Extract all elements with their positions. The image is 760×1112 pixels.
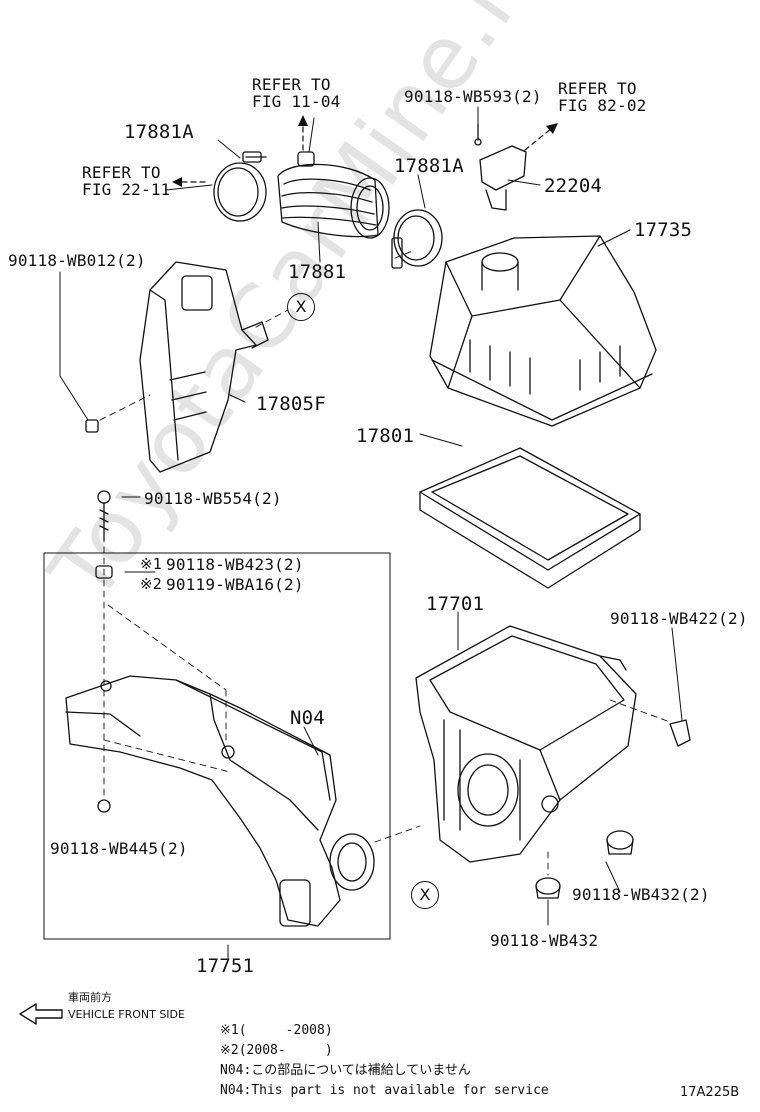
bolt-90119-WBA16-label[interactable]: 90119-WBA16(2) — [166, 575, 304, 594]
part-N04-label[interactable]: N04 — [290, 707, 325, 729]
vehicle-front-arrow — [19, 1003, 63, 1025]
air-flow-sensor — [474, 123, 527, 211]
vehicle-front-jp: 車両前方 — [68, 991, 112, 1004]
connection-marker-x-bottom: X — [411, 881, 439, 909]
reference-arrows — [177, 121, 553, 183]
part-17801-label[interactable]: 17801 — [356, 425, 415, 447]
air-cleaner-case — [415, 625, 637, 863]
part-17735-label[interactable]: 17735 — [634, 219, 693, 241]
group-frame — [43, 552, 391, 940]
ref-fig-82-02-label[interactable]: REFER TO FIG 82-02 — [558, 79, 647, 115]
part-17751-label[interactable]: 17751 — [196, 955, 255, 977]
resonator — [85, 261, 269, 473]
bolt-90118-WB593-label[interactable]: 90118-WB593(2) — [404, 87, 542, 106]
part-17881-label[interactable]: 17881 — [288, 261, 347, 283]
note-n04-en: N04:This part is not available for servi… — [220, 1083, 549, 1098]
mark-2-symbol: ※2 — [140, 575, 162, 593]
reference-arrow-heads — [172, 115, 558, 187]
ref-fig-22-11-label[interactable]: REFER TO FIG 22-11 — [82, 163, 171, 199]
mark-1-symbol: ※1 — [140, 555, 162, 573]
air-duct — [65, 675, 375, 927]
air-filter-element — [419, 447, 641, 589]
hose-clamp-right — [391, 209, 443, 269]
dashed-assembly-lines — [99, 249, 671, 876]
part-17805F-label[interactable]: 17805F — [256, 393, 326, 415]
note-mark-2: ※2(2008- ) — [220, 1043, 333, 1058]
clip-90118-WB422-label[interactable]: 90118-WB422(2) — [610, 609, 748, 628]
note-n04-jp: N04:この部品については補給していません — [220, 1063, 471, 1078]
bolt-set — [95, 490, 113, 813]
part-17881A-left-label[interactable]: 17881A — [124, 121, 194, 143]
clip — [669, 719, 691, 747]
grommet-90118-WB432-label[interactable]: 90118-WB432 — [490, 931, 599, 950]
grommet-90118-WB432-2-label[interactable]: 90118-WB432(2) — [572, 885, 710, 904]
part-22204-label[interactable]: 22204 — [544, 175, 603, 197]
grommets — [535, 830, 634, 899]
hose-clamp-left — [213, 151, 267, 222]
leader-lines — [59, 106, 683, 959]
bolt-90118-WB012-label[interactable]: 90118-WB012(2) — [8, 251, 146, 270]
bolt-90118-WB423-label[interactable]: 90118-WB423(2) — [166, 555, 304, 574]
bolt-90118-WB445-label[interactable]: 90118-WB445(2) — [50, 839, 188, 858]
figure-code: 17A225B — [680, 1085, 740, 1100]
connection-marker-x-top: X — [287, 293, 315, 321]
bolt-90118-WB554-label[interactable]: 90118-WB554(2) — [144, 489, 282, 508]
part-17881A-right-label[interactable]: 17881A — [394, 155, 464, 177]
air-cleaner-cap — [429, 235, 657, 427]
vehicle-front-en: VEHICLE FRONT SIDE — [68, 1008, 185, 1021]
part-17701-label[interactable]: 17701 — [426, 593, 485, 615]
ref-fig-11-04-label[interactable]: REFER TO FIG 11-04 — [252, 75, 341, 111]
intake-hose — [277, 151, 390, 239]
note-mark-1: ※1( -2008) — [220, 1023, 333, 1038]
